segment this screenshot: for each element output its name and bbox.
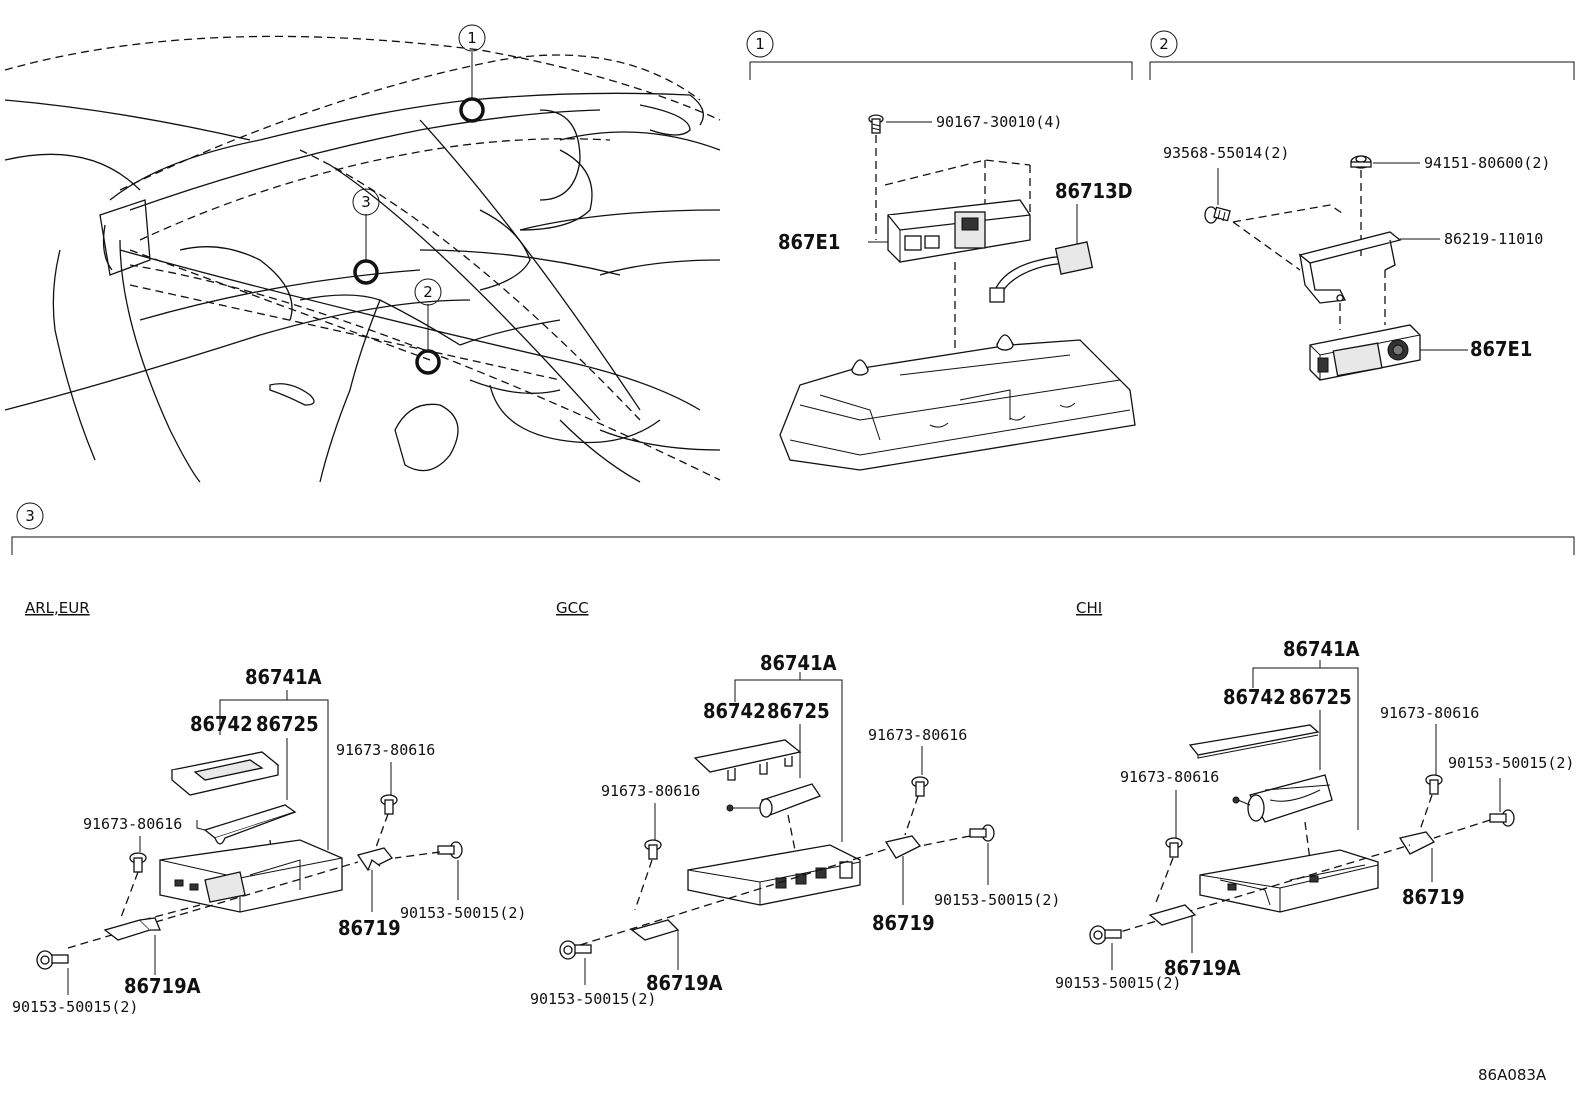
screw-icon-a-right — [380, 794, 398, 815]
bolt-left-label-a: 90153-50015(2) — [12, 998, 138, 1016]
assembly-label-c: 86741A — [1283, 637, 1360, 661]
section-2-number: 2 — [1159, 35, 1169, 53]
bolt-right-label-b: 90153-50015(2) — [934, 891, 1060, 909]
bolt-right-label-c: 90153-50015(2) — [1448, 754, 1574, 772]
bolt-icon — [1204, 206, 1231, 224]
section-1-number: 1 — [755, 35, 765, 53]
bracket-right-label-c: 86719 — [1402, 885, 1465, 909]
screw-icon-b-right — [911, 776, 929, 797]
console-housing-icon — [779, 334, 1136, 471]
region-label-arl-eur: ARL,EUR — [25, 599, 90, 617]
screw-right-label-a: 91673-80616 — [336, 741, 435, 759]
module-label-c: 86725 — [1289, 685, 1352, 709]
bracket-right-label-b: 86719 — [872, 911, 935, 935]
nut-icon — [1350, 155, 1372, 169]
variant-gcc: GCC 86741A 86742 86725 — [530, 599, 1060, 1008]
module-label-a: 86725 — [256, 712, 319, 736]
callout-1-label: 1 — [467, 29, 477, 47]
screw-icon-c-left — [1165, 837, 1183, 858]
assembly-label-b: 86741A — [760, 651, 837, 675]
bolt-left-label-c: 90153-50015(2) — [1055, 974, 1181, 992]
part-86219-11010: 86219-11010 — [1444, 230, 1543, 248]
cover-label-c: 86742 — [1223, 685, 1286, 709]
screw-icon-b-left — [644, 839, 662, 860]
variant-chi: CHI 86741A 86742 86725 — [1055, 599, 1574, 992]
cover-icon-b — [693, 739, 802, 781]
part-867E1-unit: 867E1 — [1470, 337, 1532, 361]
callout-3-label: 3 — [361, 193, 371, 211]
bracket-icon-b-right — [884, 835, 922, 859]
bolt-icon-c-left — [1089, 925, 1122, 945]
module-icon — [884, 159, 1031, 263]
screw-left-label-a: 91673-80616 — [83, 815, 182, 833]
part-94151-80600: 94151-80600(2) — [1424, 154, 1550, 172]
bracket-icon-b-left — [630, 919, 680, 941]
bolt-icon-a-right — [437, 841, 463, 859]
variant-arl-eur: ARL,EUR 86741A 86742 86725 — [12, 599, 526, 1016]
screw-icon — [868, 114, 884, 134]
bracket-icon — [1232, 204, 1402, 304]
module-label-b: 86725 — [767, 699, 830, 723]
bracket-icon-a-right — [356, 847, 394, 871]
screw-icon-c-right — [1425, 774, 1443, 795]
section-3: 3 ARL,EUR 86741A 86742 86725 — [11, 502, 1575, 1016]
assembly-label-a: 86741A — [245, 665, 322, 689]
section-3-number: 3 — [25, 507, 35, 525]
screw-right-label-c: 91673-80616 — [1380, 704, 1479, 722]
vehicle-overview: 1 3 2 — [4, 24, 721, 483]
callout-2-label: 2 — [423, 283, 433, 301]
module-icon-b — [726, 783, 821, 818]
bolt-icon-b-right — [969, 824, 995, 842]
screw-left-label-b: 91673-80616 — [601, 782, 700, 800]
cover-icon — [170, 751, 280, 796]
bracket-icon-a-left — [103, 917, 161, 941]
diagram-code: 86A083A — [1478, 1066, 1547, 1084]
bracket-left-label-b: 86719A — [646, 971, 723, 995]
bracket-left-label-c: 86719A — [1164, 956, 1241, 980]
bolt-right-label-a: 90153-50015(2) — [400, 904, 526, 922]
bolt-icon-b-left — [559, 940, 592, 960]
region-label-gcc: GCC — [556, 599, 589, 617]
section-2: 2 93568-55014(2) 94151-80600(2) — [1149, 30, 1575, 381]
bolt-icon-c-right — [1489, 809, 1515, 827]
bracket-left-label-a: 86719A — [124, 974, 201, 998]
control-unit-icon — [1309, 324, 1421, 381]
module-icon-c — [1232, 774, 1333, 823]
housing-icon-b — [687, 844, 861, 906]
bracket-icon-c-right — [1398, 831, 1436, 855]
cover-icon-c — [1188, 724, 1320, 759]
part-93568-55014: 93568-55014(2) — [1163, 144, 1289, 162]
bracket-icon-c-left — [1148, 904, 1197, 926]
part-90167-30010: 90167-30010(4) — [936, 113, 1062, 131]
screw-left-label-c: 91673-80616 — [1120, 768, 1219, 786]
bolt-left-label-b: 90153-50015(2) — [530, 990, 656, 1008]
part-867E1: 867E1 — [778, 230, 840, 254]
harness-icon — [989, 241, 1094, 303]
module-icon-a — [196, 804, 297, 845]
bracket-right-label-a: 86719 — [338, 916, 401, 940]
screw-right-label-b: 91673-80616 — [868, 726, 967, 744]
screw-icon-a-left — [129, 852, 147, 873]
housing-icon-a — [159, 839, 343, 913]
region-label-chi: CHI — [1076, 599, 1102, 617]
cover-label-b: 86742 — [703, 699, 766, 723]
cover-label-a: 86742 — [190, 712, 253, 736]
bolt-icon-a-left — [36, 950, 69, 970]
section-1: 1 90167-30010(4) 867E1 — [746, 30, 1136, 471]
part-86713D: 86713D — [1055, 179, 1133, 203]
